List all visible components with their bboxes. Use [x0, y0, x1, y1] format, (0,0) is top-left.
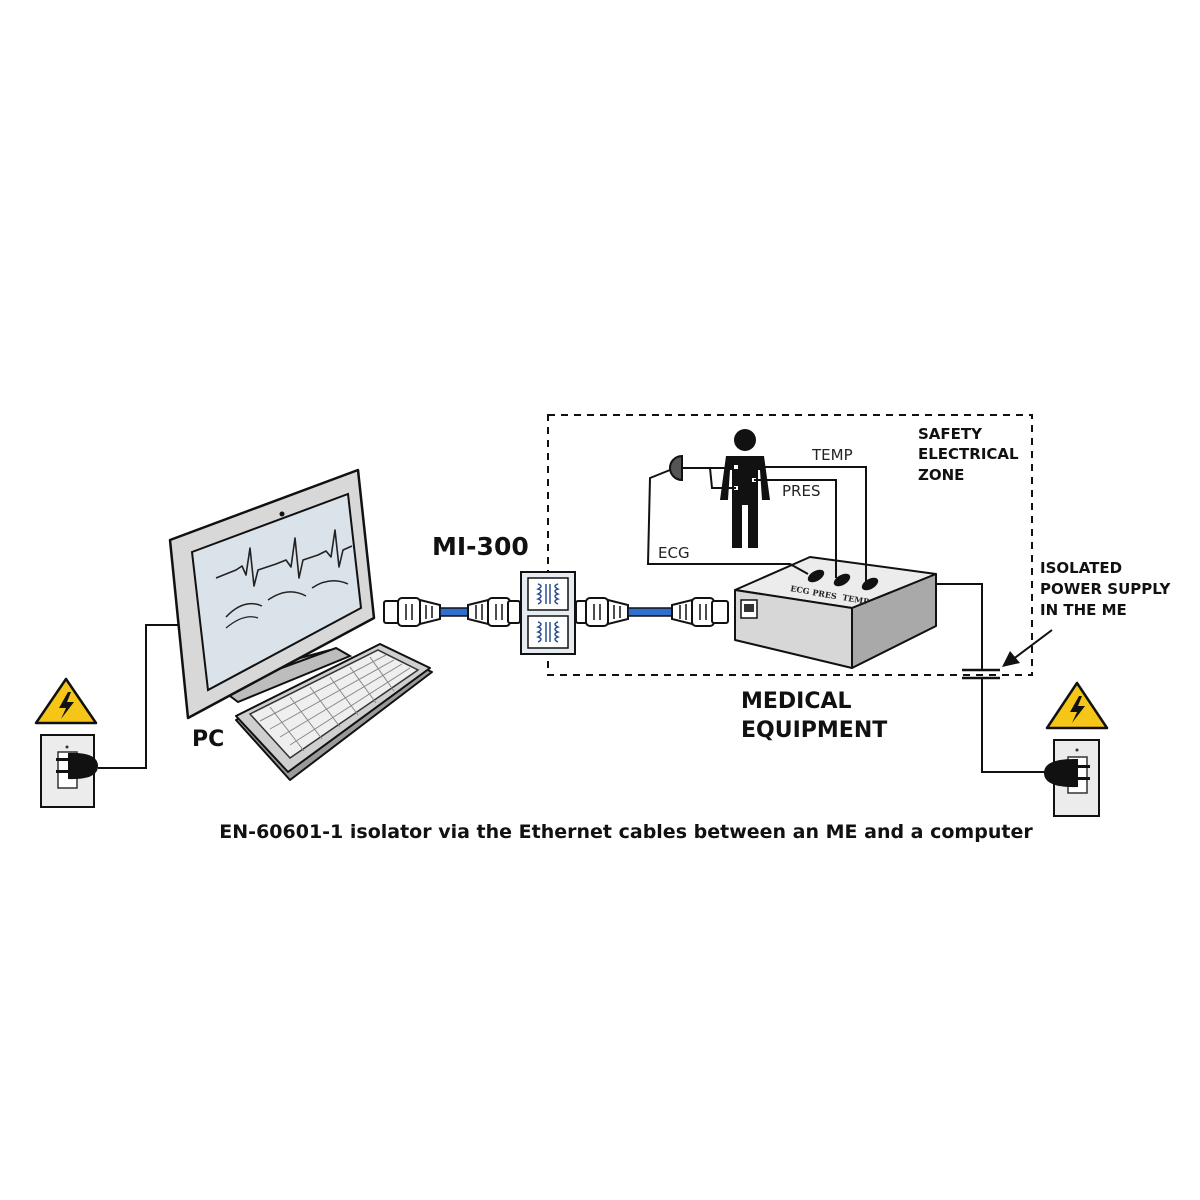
medical-equipment-box: ECG PRES TEMP [734, 556, 937, 669]
ecg-wire [646, 469, 809, 575]
port-label-pres: PRES [812, 587, 838, 601]
port-label-ecg: ECG [790, 583, 811, 596]
pres-port [833, 573, 851, 587]
medical-equipment-label-line2: EQUIPMENT [741, 718, 887, 743]
mi-300-label: MI-300 [432, 532, 529, 561]
medical-equipment-label-line1: MEDICAL [741, 689, 852, 714]
isolated-supply-arrow [1002, 629, 1053, 667]
rj45-connector-icon [383, 597, 441, 627]
warning-lightning-icon [1045, 681, 1109, 730]
me-power-cord-lower [981, 678, 1046, 773]
ecg-waveform [215, 529, 353, 587]
safety-zone-label-line3: ZONE [918, 466, 964, 484]
pres-wire [754, 479, 837, 578]
pc-monitor [168, 468, 376, 720]
ecg-port [807, 569, 825, 583]
transformer-icon [536, 583, 560, 605]
temp-wire [756, 466, 867, 582]
rj45-connector-icon [575, 597, 629, 627]
me-power-cord-upper [936, 583, 983, 670]
keyboard [235, 643, 433, 781]
isolated-supply-label-line1: ISOLATED [1040, 559, 1122, 577]
right-ethernet-cable [575, 597, 729, 627]
mi-300-isolator [520, 571, 576, 655]
cable-wire [439, 607, 469, 617]
right-power-outlet [1044, 681, 1109, 817]
warning-lightning-icon [34, 677, 98, 725]
left-ethernet-cable [383, 597, 521, 627]
isolated-supply-label-line3: IN THE ME [1040, 601, 1127, 619]
left-power-outlet [34, 677, 98, 808]
safety-zone-label-line2: ELECTRICAL [918, 445, 1019, 463]
electrode-icon [669, 454, 732, 482]
isolated-supply-label-line2: POWER SUPPLY [1040, 580, 1172, 598]
ecg-lead-wire [709, 467, 736, 489]
safety-zone-label-line1: SAFETY [918, 425, 983, 443]
plug-icon [56, 752, 98, 780]
cable-wire [627, 607, 673, 617]
pres-label: PRES [782, 482, 820, 500]
ecg-label: ECG [658, 544, 690, 562]
pc-label: PC [192, 727, 224, 752]
transformer-icon [536, 621, 560, 643]
diagram-caption: EN-60601-1 isolator via the Ethernet cab… [219, 821, 1033, 843]
safety-zone-boundary [547, 414, 1033, 676]
rj45-connector-icon [671, 597, 729, 627]
plug-icon [1044, 758, 1090, 788]
temp-label: TEMP [811, 446, 853, 464]
port-label-temp: TEMP [842, 592, 870, 607]
pc-power-cord [98, 624, 178, 769]
rj45-connector-icon [467, 597, 521, 627]
